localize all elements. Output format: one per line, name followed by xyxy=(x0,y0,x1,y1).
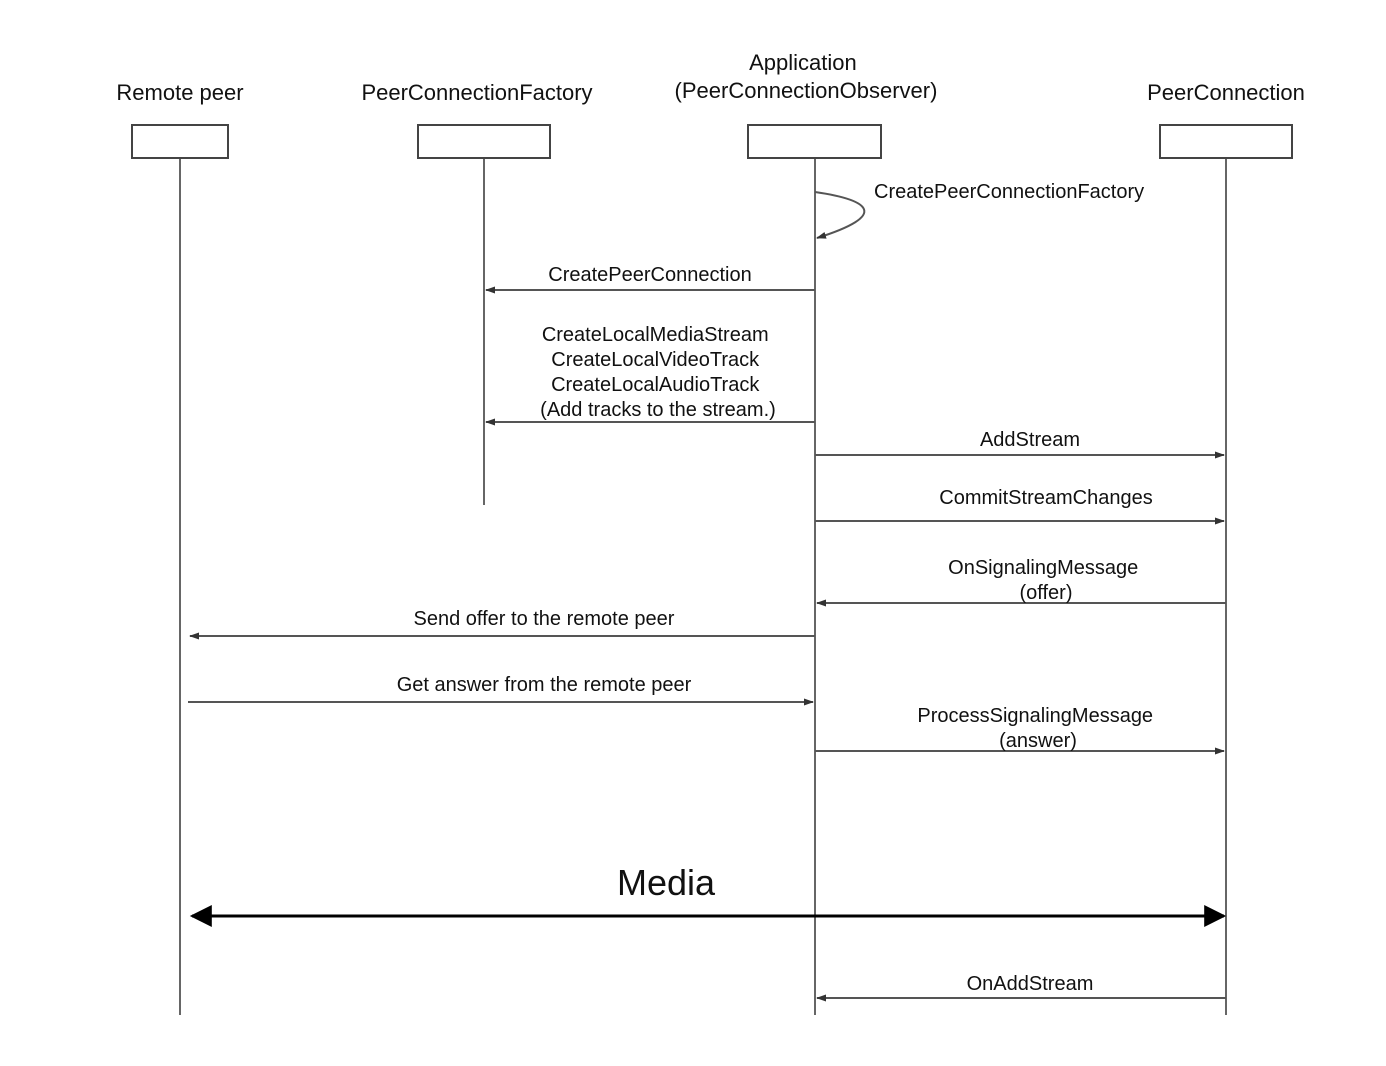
actor-box-peer-connection xyxy=(1159,124,1293,159)
message-create-local-media: CreateLocalMediaStream CreateLocalVideoT… xyxy=(485,324,815,426)
message-media: Media xyxy=(189,862,1227,927)
message-label: CreatePeerConnection xyxy=(548,264,751,286)
message-create-peer-connection: CreatePeerConnection xyxy=(485,264,815,294)
actor-application: Application (PeerConnectionObserver) xyxy=(675,50,938,1015)
actor-label-peer-connection-factory: PeerConnectionFactory xyxy=(361,80,592,105)
actor-label-peer-connection: PeerConnection xyxy=(1147,80,1305,105)
message-process-signaling-message: ProcessSignalingMessage (answer) xyxy=(815,705,1225,755)
self-arrow xyxy=(814,191,866,239)
actor-box-remote-peer xyxy=(131,124,229,159)
message-send-offer: Send offer to the remote peer xyxy=(189,608,815,640)
actor-remote-peer: Remote peer xyxy=(116,80,244,1015)
message-add-stream: AddStream xyxy=(815,429,1225,459)
message-create-peer-connection-factory: CreatePeerConnectionFactory xyxy=(814,181,1144,239)
actor-peer-connection: PeerConnection xyxy=(1147,80,1305,1015)
message-label: Send offer to the remote peer xyxy=(414,608,675,630)
actor-box-application xyxy=(747,124,882,159)
message-label: CreatePeerConnectionFactory xyxy=(874,181,1144,203)
actor-box-peer-connection-factory xyxy=(417,124,551,159)
message-label: OnAddStream xyxy=(967,973,1094,995)
message-label: Get answer from the remote peer xyxy=(397,674,692,696)
message-get-answer: Get answer from the remote peer xyxy=(188,674,814,706)
message-label: AddStream xyxy=(980,429,1080,451)
message-label: CreateLocalMediaStream CreateLocalVideoT… xyxy=(540,324,776,421)
message-on-add-stream: OnAddStream xyxy=(816,973,1226,1002)
message-commit-stream-changes: CommitStreamChanges xyxy=(815,487,1225,525)
message-label: OnSignalingMessage (offer) xyxy=(948,557,1144,604)
media-label: Media xyxy=(617,862,716,903)
message-on-signaling-message: OnSignalingMessage (offer) xyxy=(816,557,1226,607)
actor-label-remote-peer: Remote peer xyxy=(116,80,243,105)
actor-label-application: Application (PeerConnectionObserver) xyxy=(675,50,938,103)
message-label: ProcessSignalingMessage (answer) xyxy=(917,705,1158,752)
actor-peer-connection-factory: PeerConnectionFactory xyxy=(361,80,593,505)
message-label: CommitStreamChanges xyxy=(939,487,1152,509)
